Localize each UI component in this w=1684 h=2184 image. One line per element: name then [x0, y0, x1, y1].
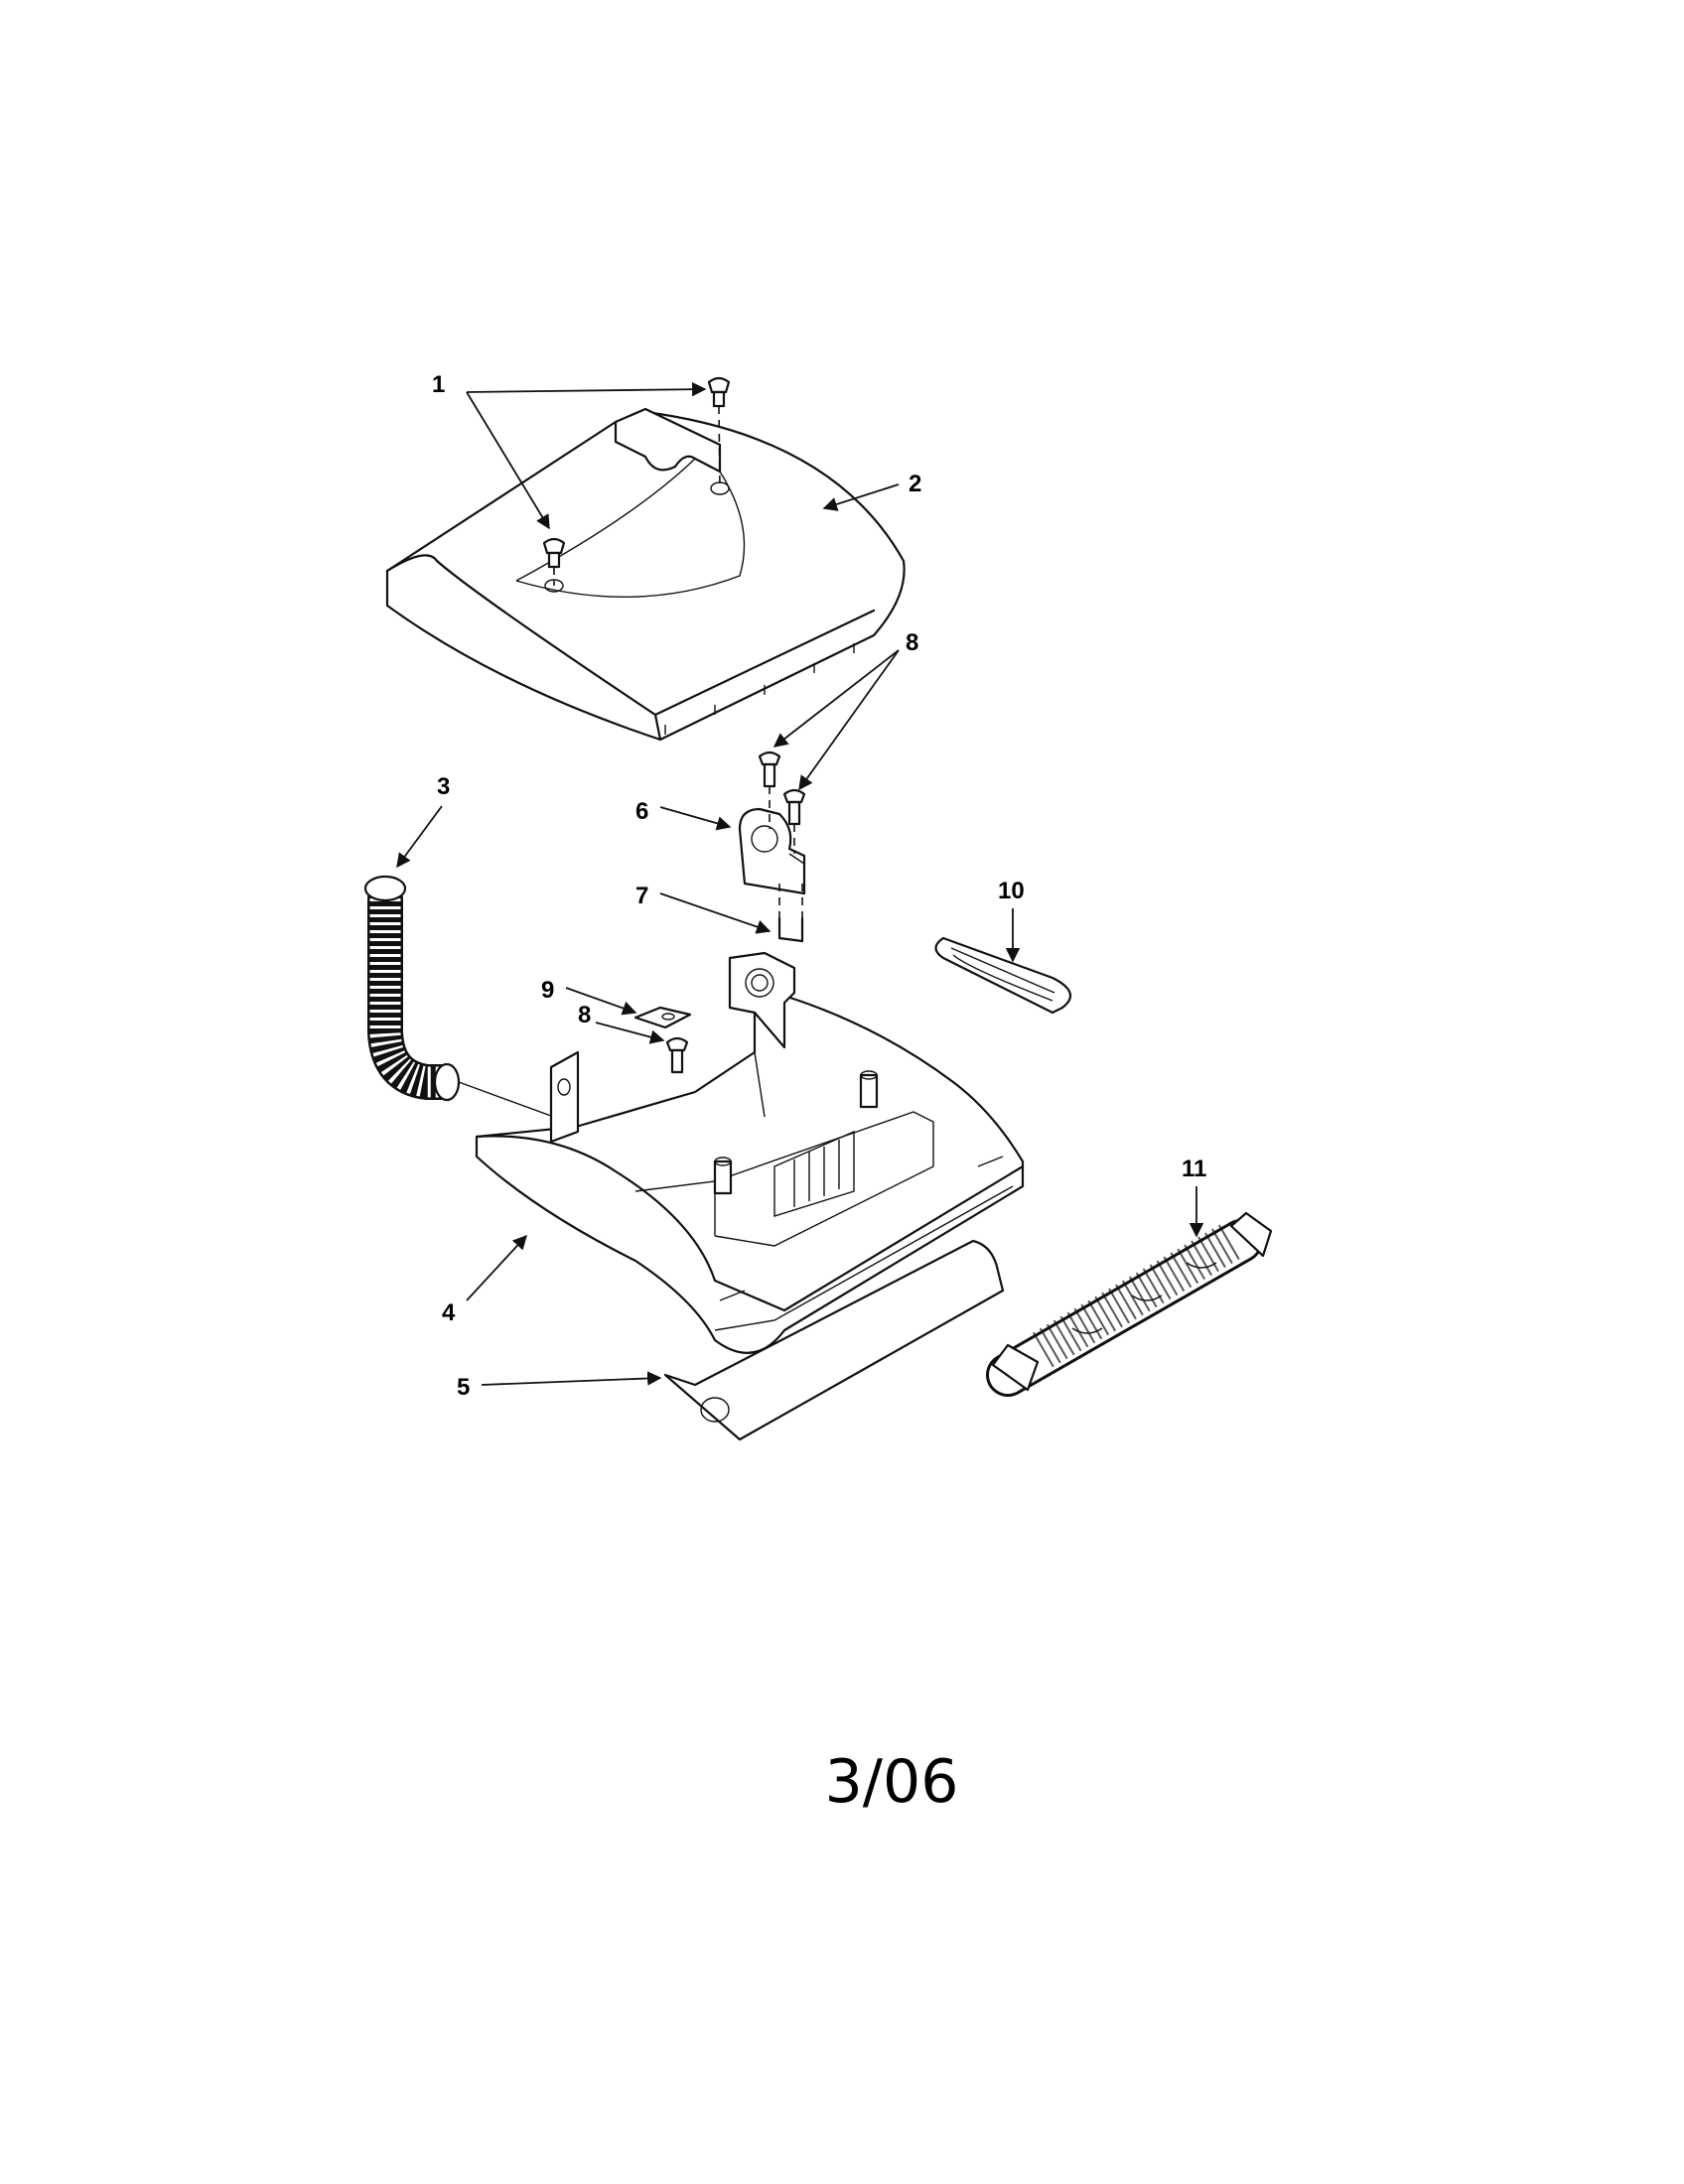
revision-date: 3/06 — [824, 1747, 959, 1817]
callout-5: 5 — [457, 1374, 470, 1401]
callout-8-lower: 8 — [578, 1002, 591, 1028]
part-base — [475, 991, 1025, 1354]
part-top-cover — [385, 407, 906, 742]
callout-11: 11 — [1182, 1156, 1206, 1182]
callout-9: 9 — [541, 977, 554, 1004]
part-bracket-plate — [738, 807, 806, 895]
callout-10: 10 — [998, 878, 1025, 904]
part-hose — [363, 875, 582, 1128]
part-motor-mount — [728, 951, 796, 1049]
part-screw-8c — [665, 1036, 689, 1074]
callout-labels: 1 2 3 4 5 6 7 8 8 9 10 11 — [432, 371, 1206, 1401]
callout-2: 2 — [909, 471, 921, 497]
part-small-plate — [633, 1006, 692, 1029]
callout-6: 6 — [635, 798, 648, 825]
part-screw-1b — [707, 376, 731, 489]
part-screw-8a — [758, 751, 781, 829]
callout-1: 1 — [432, 371, 445, 398]
part-belt — [934, 936, 1072, 1015]
part-brush-roll — [986, 1211, 1273, 1397]
callout-8-upper: 8 — [906, 629, 918, 656]
part-screw-8b — [782, 788, 806, 854]
part-screw-1a — [542, 537, 566, 586]
callout-3: 3 — [437, 773, 450, 800]
leader-lines — [396, 381, 1204, 1386]
callout-4: 4 — [442, 1299, 456, 1326]
part-front-bumper — [663, 1239, 1005, 1441]
callout-7: 7 — [635, 883, 648, 909]
part-clip — [777, 884, 804, 943]
